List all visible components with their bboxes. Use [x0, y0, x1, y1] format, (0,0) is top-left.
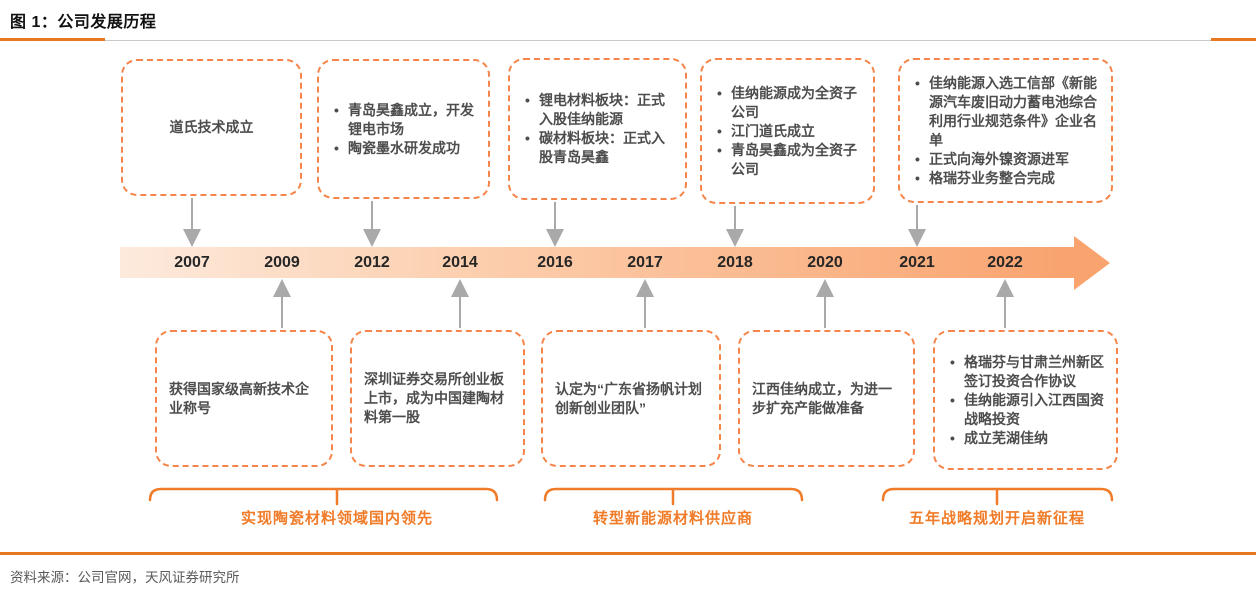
- top-event-box-5: 佳纳能源入选工信部《新能源汽车废旧动力蓄电池综合利用行业规范条件》企业名单正式向…: [898, 58, 1113, 203]
- header-rule-orange-right: [1211, 38, 1256, 41]
- year-label-2012: 2012: [354, 254, 390, 271]
- box-item: 佳纳能源成为全资子公司: [714, 84, 861, 122]
- timeline-band: [120, 247, 1076, 278]
- box-item: 认定为“广东省扬帆计划创新创业团队”: [555, 380, 702, 416]
- box-item: 格瑞芬业务整合完成: [912, 169, 1099, 188]
- box-item: 青岛昊鑫成为全资子公司: [714, 141, 861, 179]
- source-note: 资料来源：公司官网，天风证券研究所: [10, 570, 240, 585]
- box-item: 正式向海外镍资源进军: [912, 150, 1099, 169]
- year-label-2007: 2007: [174, 254, 210, 271]
- box-item: 碳材料板块：正式入股青岛昊鑫: [522, 129, 673, 167]
- box-item: 佳纳能源引入江西国资战略投资: [947, 391, 1104, 429]
- bottom-event-box-2: 深圳证券交易所创业板上市，成为中国建陶材料第一股: [350, 330, 525, 467]
- bottom-rule: [0, 552, 1256, 555]
- top-event-box-4: 佳纳能源成为全资子公司江门道氏成立青岛昊鑫成为全资子公司: [700, 58, 875, 204]
- figure-title: 图 1：公司发展历程: [10, 14, 157, 31]
- bottom-event-box-3: 认定为“广东省扬帆计划创新创业团队”: [541, 330, 721, 467]
- phase-label-2: 转型新能源材料供应商: [592, 510, 754, 527]
- year-label-2020: 2020: [807, 254, 843, 271]
- year-label-2009: 2009: [264, 254, 300, 271]
- top-event-box-1: 道氏技术成立: [121, 59, 302, 196]
- top-event-box-3: 锂电材料板块：正式入股佳纳能源碳材料板块：正式入股青岛昊鑫: [508, 58, 687, 200]
- box-item: 江门道氏成立: [714, 122, 861, 141]
- phase-brace-1: [148, 487, 499, 506]
- timeline-arrowhead-icon: [1074, 236, 1110, 290]
- box-item: 佳纳能源入选工信部《新能源汽车废旧动力蓄电池综合利用行业规范条件》企业名单: [912, 74, 1099, 150]
- year-label-2016: 2016: [537, 254, 573, 271]
- year-label-2022: 2022: [987, 254, 1023, 271]
- box-item: 青岛昊鑫成立，开发锂电市场: [331, 101, 476, 139]
- box-item: 陶瓷墨水研发成功: [331, 139, 476, 158]
- bottom-event-box-4: 江西佳纳成立，为进一步扩充产能做准备: [738, 330, 915, 467]
- year-label-2021: 2021: [899, 254, 935, 271]
- phase-brace-3: [881, 487, 1114, 506]
- header-rule-grey: [105, 40, 1211, 41]
- year-label-2017: 2017: [627, 254, 663, 271]
- header-rule-orange-left: [0, 38, 105, 41]
- bottom-event-box-1: 获得国家级高新技术企业称号: [155, 330, 333, 467]
- phase-brace-2: [543, 487, 804, 506]
- box-item: 道氏技术成立: [169, 119, 254, 135]
- year-label-2018: 2018: [717, 254, 753, 271]
- box-item: 深圳证券交易所创业板上市，成为中国建陶材料第一股: [364, 371, 504, 425]
- phase-label-3: 五年战略规划开启新征程: [908, 510, 1086, 527]
- year-label-2014: 2014: [442, 254, 478, 271]
- bottom-event-box-5: 格瑞芬与甘肃兰州新区签订投资合作协议佳纳能源引入江西国资战略投资成立芜湖佳纳: [933, 330, 1118, 470]
- top-event-box-2: 青岛昊鑫成立，开发锂电市场陶瓷墨水研发成功: [317, 59, 490, 199]
- box-item: 江西佳纳成立，为进一步扩充产能做准备: [752, 380, 892, 416]
- box-item: 获得国家级高新技术企业称号: [169, 380, 309, 416]
- box-item: 格瑞芬与甘肃兰州新区签订投资合作协议: [947, 353, 1104, 391]
- box-item: 成立芜湖佳纳: [947, 429, 1104, 448]
- phase-label-1: 实现陶瓷材料领域国内领先: [240, 510, 434, 527]
- box-item: 锂电材料板块：正式入股佳纳能源: [522, 91, 673, 129]
